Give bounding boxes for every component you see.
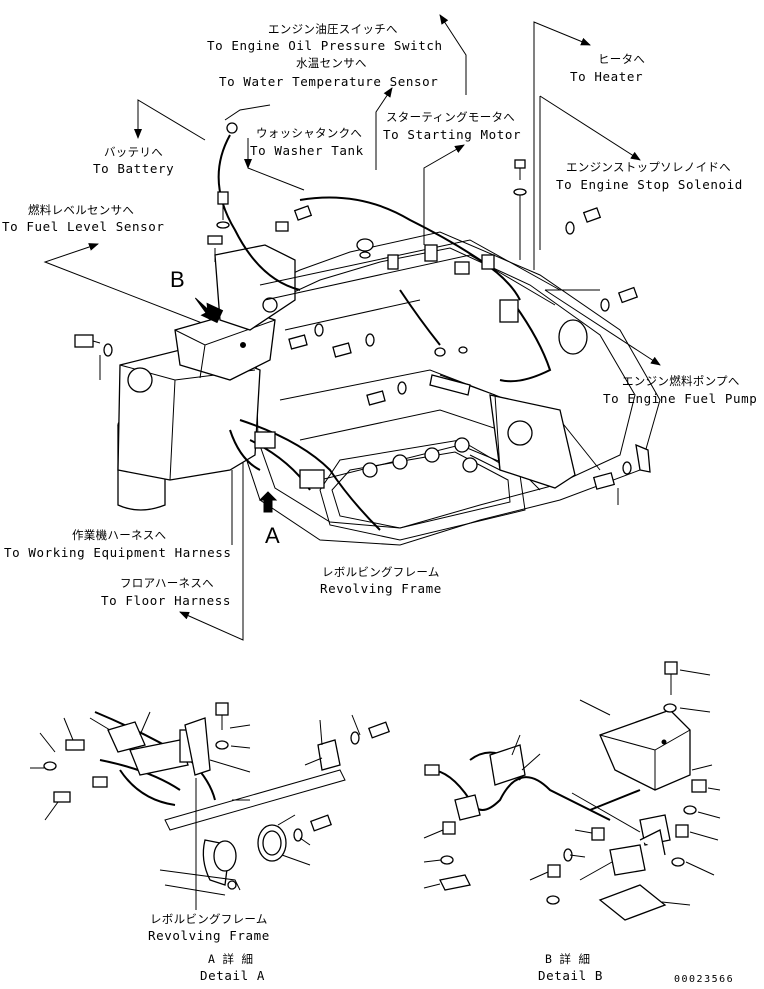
- stop-solenoid-label-ja: エンジンストップソレノイドへ: [566, 160, 731, 174]
- floor-harness-label-en: To Floor Harness: [101, 593, 232, 608]
- revolving-frame-label-en: Revolving Frame: [320, 581, 442, 596]
- marker-arrows: [194, 297, 278, 513]
- heater-label-en: To Heater: [570, 69, 644, 84]
- marker-a: A: [265, 523, 280, 548]
- water-temp-label-en: To Water Temperature Sensor: [219, 74, 439, 89]
- battery-label-en: To Battery: [93, 161, 175, 176]
- detail-a-revolving-label-en: Revolving Frame: [148, 928, 270, 943]
- detail-a-title-ja: A 詳 細: [208, 952, 254, 966]
- fuel-pump-label-ja: エンジン燃料ポンプへ: [622, 374, 740, 388]
- revolving-frame-label-ja: レボルビングフレーム: [322, 565, 440, 579]
- detail-b-title-ja: B 詳 細: [545, 952, 591, 966]
- washer-label-ja: ウォッシャタンクへ: [256, 126, 363, 140]
- detail-b-drawing: [423, 661, 721, 921]
- starting-label-ja: スターティングモータへ: [386, 110, 516, 124]
- detail-a-revolving-label-ja: レボルビングフレーム: [150, 912, 268, 926]
- heater-label-ja: ヒータへ: [598, 52, 646, 66]
- washer-label-en: To Washer Tank: [250, 143, 364, 158]
- oil-pressure-label-ja: エンジン油圧スイッチへ: [268, 22, 398, 36]
- working-harness-label-ja: 作業機ハーネスへ: [72, 528, 167, 542]
- battery-label-ja: バッテリへ: [104, 145, 163, 159]
- oil-pressure-label-en: To Engine Oil Pressure Switch: [207, 38, 443, 53]
- floor-harness-label-ja: フロアハーネスへ: [120, 576, 214, 590]
- working-harness-label-en: To Working Equipment Harness: [4, 545, 232, 560]
- drawing-number: 00023566: [674, 974, 735, 985]
- marker-b: B: [170, 267, 185, 292]
- fuel-level-label-ja: 燃料レベルセンサへ: [28, 203, 135, 217]
- fuel-pump-label-en: To Engine Fuel Pump: [603, 391, 758, 406]
- detail-a-drawing: [30, 702, 391, 910]
- detail-a-title-en: Detail A: [200, 968, 266, 983]
- starting-label-en: To Starting Motor: [383, 127, 522, 142]
- water-temp-label-ja: 水温センサへ: [296, 56, 367, 70]
- fuel-level-label-en: To Fuel Level Sensor: [2, 219, 165, 234]
- main-fasteners: [74, 159, 651, 505]
- detail-b-title-en: Detail B: [538, 968, 604, 983]
- leader-arrows: [43, 14, 661, 641]
- main-assembly: [117, 104, 661, 546]
- stop-solenoid-label-en: To Engine Stop Solenoid: [556, 177, 743, 192]
